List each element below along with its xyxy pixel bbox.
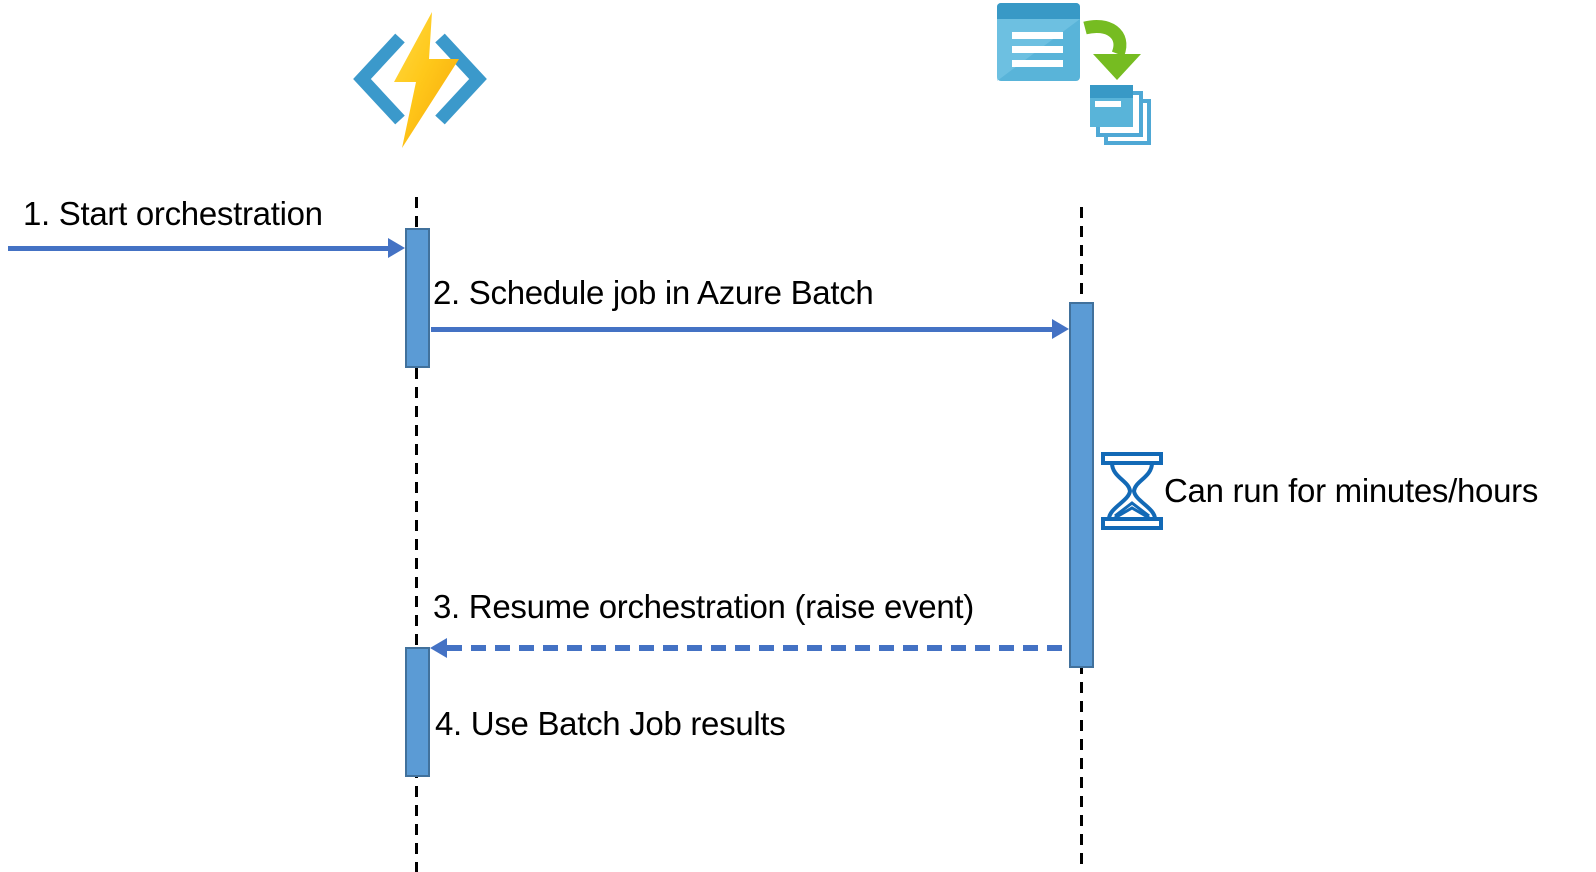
message-3-arrow-line-dashed [447, 645, 1069, 651]
hourglass-icon [1101, 452, 1163, 530]
code-brackets-icon [353, 33, 487, 125]
activation-bar-batch [1069, 302, 1094, 668]
message-2-arrowhead-icon [1052, 319, 1069, 339]
task-stack-icon [1090, 85, 1151, 145]
message-3-label: 3. Resume orchestration (raise event) [433, 588, 974, 625]
azure-batch-icon [997, 3, 1151, 145]
duration-note: Can run for minutes/hours [1164, 472, 1539, 509]
message-1-arrowhead-icon [388, 238, 405, 258]
activation-bar-functions-1 [405, 228, 430, 368]
activation-bar-functions-2 [405, 647, 430, 777]
message-2-label: 2. Schedule job in Azure Batch [433, 274, 874, 311]
job-window-icon [997, 3, 1080, 81]
lightning-bolt-icon [394, 12, 459, 148]
green-arrow-icon [1083, 20, 1141, 80]
message-2-arrow-line [431, 327, 1052, 332]
lifeline-azure-functions [415, 197, 418, 872]
azure-functions-icon [353, 12, 487, 148]
message-1-label: 1. Start orchestration [23, 195, 323, 232]
message-1-arrow-line [8, 246, 388, 251]
message-3-arrowhead-icon [430, 638, 447, 658]
message-4-label: 4. Use Batch Job results [435, 705, 786, 742]
